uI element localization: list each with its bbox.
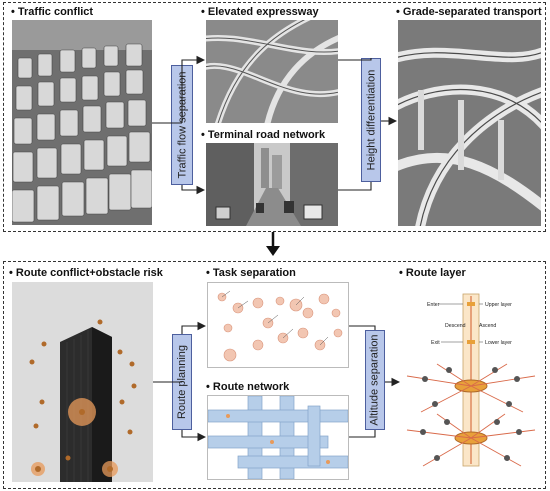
route-layer-descend: Descend [445,323,466,329]
label-terminal-road-network: • Terminal road network [201,129,326,141]
label-task-separation: • Task separation [206,267,296,279]
route-layer-enter: Enter [427,302,440,308]
task-separation-image [207,282,349,368]
route-layer-lower: Lower layer [485,340,512,346]
grade-separated-image [398,20,541,226]
skyscraper-drone-image [12,282,153,482]
route-network-image [207,395,349,480]
route-layer-upper: Upper layer [485,302,512,308]
terminal-road-image [206,143,338,226]
top-panel [3,2,546,232]
route-layer-ascend: Ascend [479,323,496,329]
label-traffic-conflict: • Traffic conflict [11,6,94,18]
label-route-network: • Route network [206,381,290,393]
traffic-jam-image [12,20,152,225]
down-arrow-icon [266,232,280,256]
label-grade-separated-transport: • Grade-separated transport [396,6,542,18]
route-layer-exit: Exit [431,340,440,346]
label-elevated-expressway: • Elevated expressway [201,6,319,18]
bottom-panel [3,261,546,489]
label-route-layer: • Route layer [399,267,466,279]
elevated-expressway-image [206,20,338,123]
route-layer-diagram: Enter Upper layer Descend Ascend Exit Lo… [401,282,541,481]
label-route-conflict: • Route conflict+obstacle risk [9,267,163,279]
altitude-separation-box: Altitude separation [365,330,385,430]
